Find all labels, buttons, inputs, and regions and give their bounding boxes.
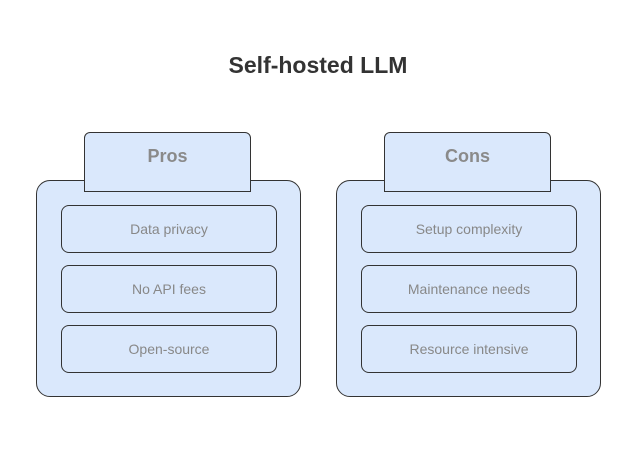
pros-item-open-source: Open-source bbox=[61, 325, 277, 373]
pros-item-data-privacy: Data privacy bbox=[61, 205, 277, 253]
pros-container: Data privacy No API fees Open-source bbox=[36, 180, 301, 397]
diagram-title: Self-hosted LLM bbox=[228, 52, 408, 78]
pros-panel: Data privacy No API fees Open-source Pro… bbox=[36, 132, 301, 397]
cons-header: Cons bbox=[384, 132, 551, 192]
pros-header: Pros bbox=[84, 132, 251, 192]
cons-container: Setup complexity Maintenance needs Resou… bbox=[336, 180, 601, 397]
cons-panel: Setup complexity Maintenance needs Resou… bbox=[336, 132, 601, 397]
cons-item-maintenance-needs: Maintenance needs bbox=[361, 265, 577, 313]
pros-item-no-api-fees: No API fees bbox=[61, 265, 277, 313]
cons-item-setup-complexity: Setup complexity bbox=[361, 205, 577, 253]
cons-item-resource-intensive: Resource intensive bbox=[361, 325, 577, 373]
